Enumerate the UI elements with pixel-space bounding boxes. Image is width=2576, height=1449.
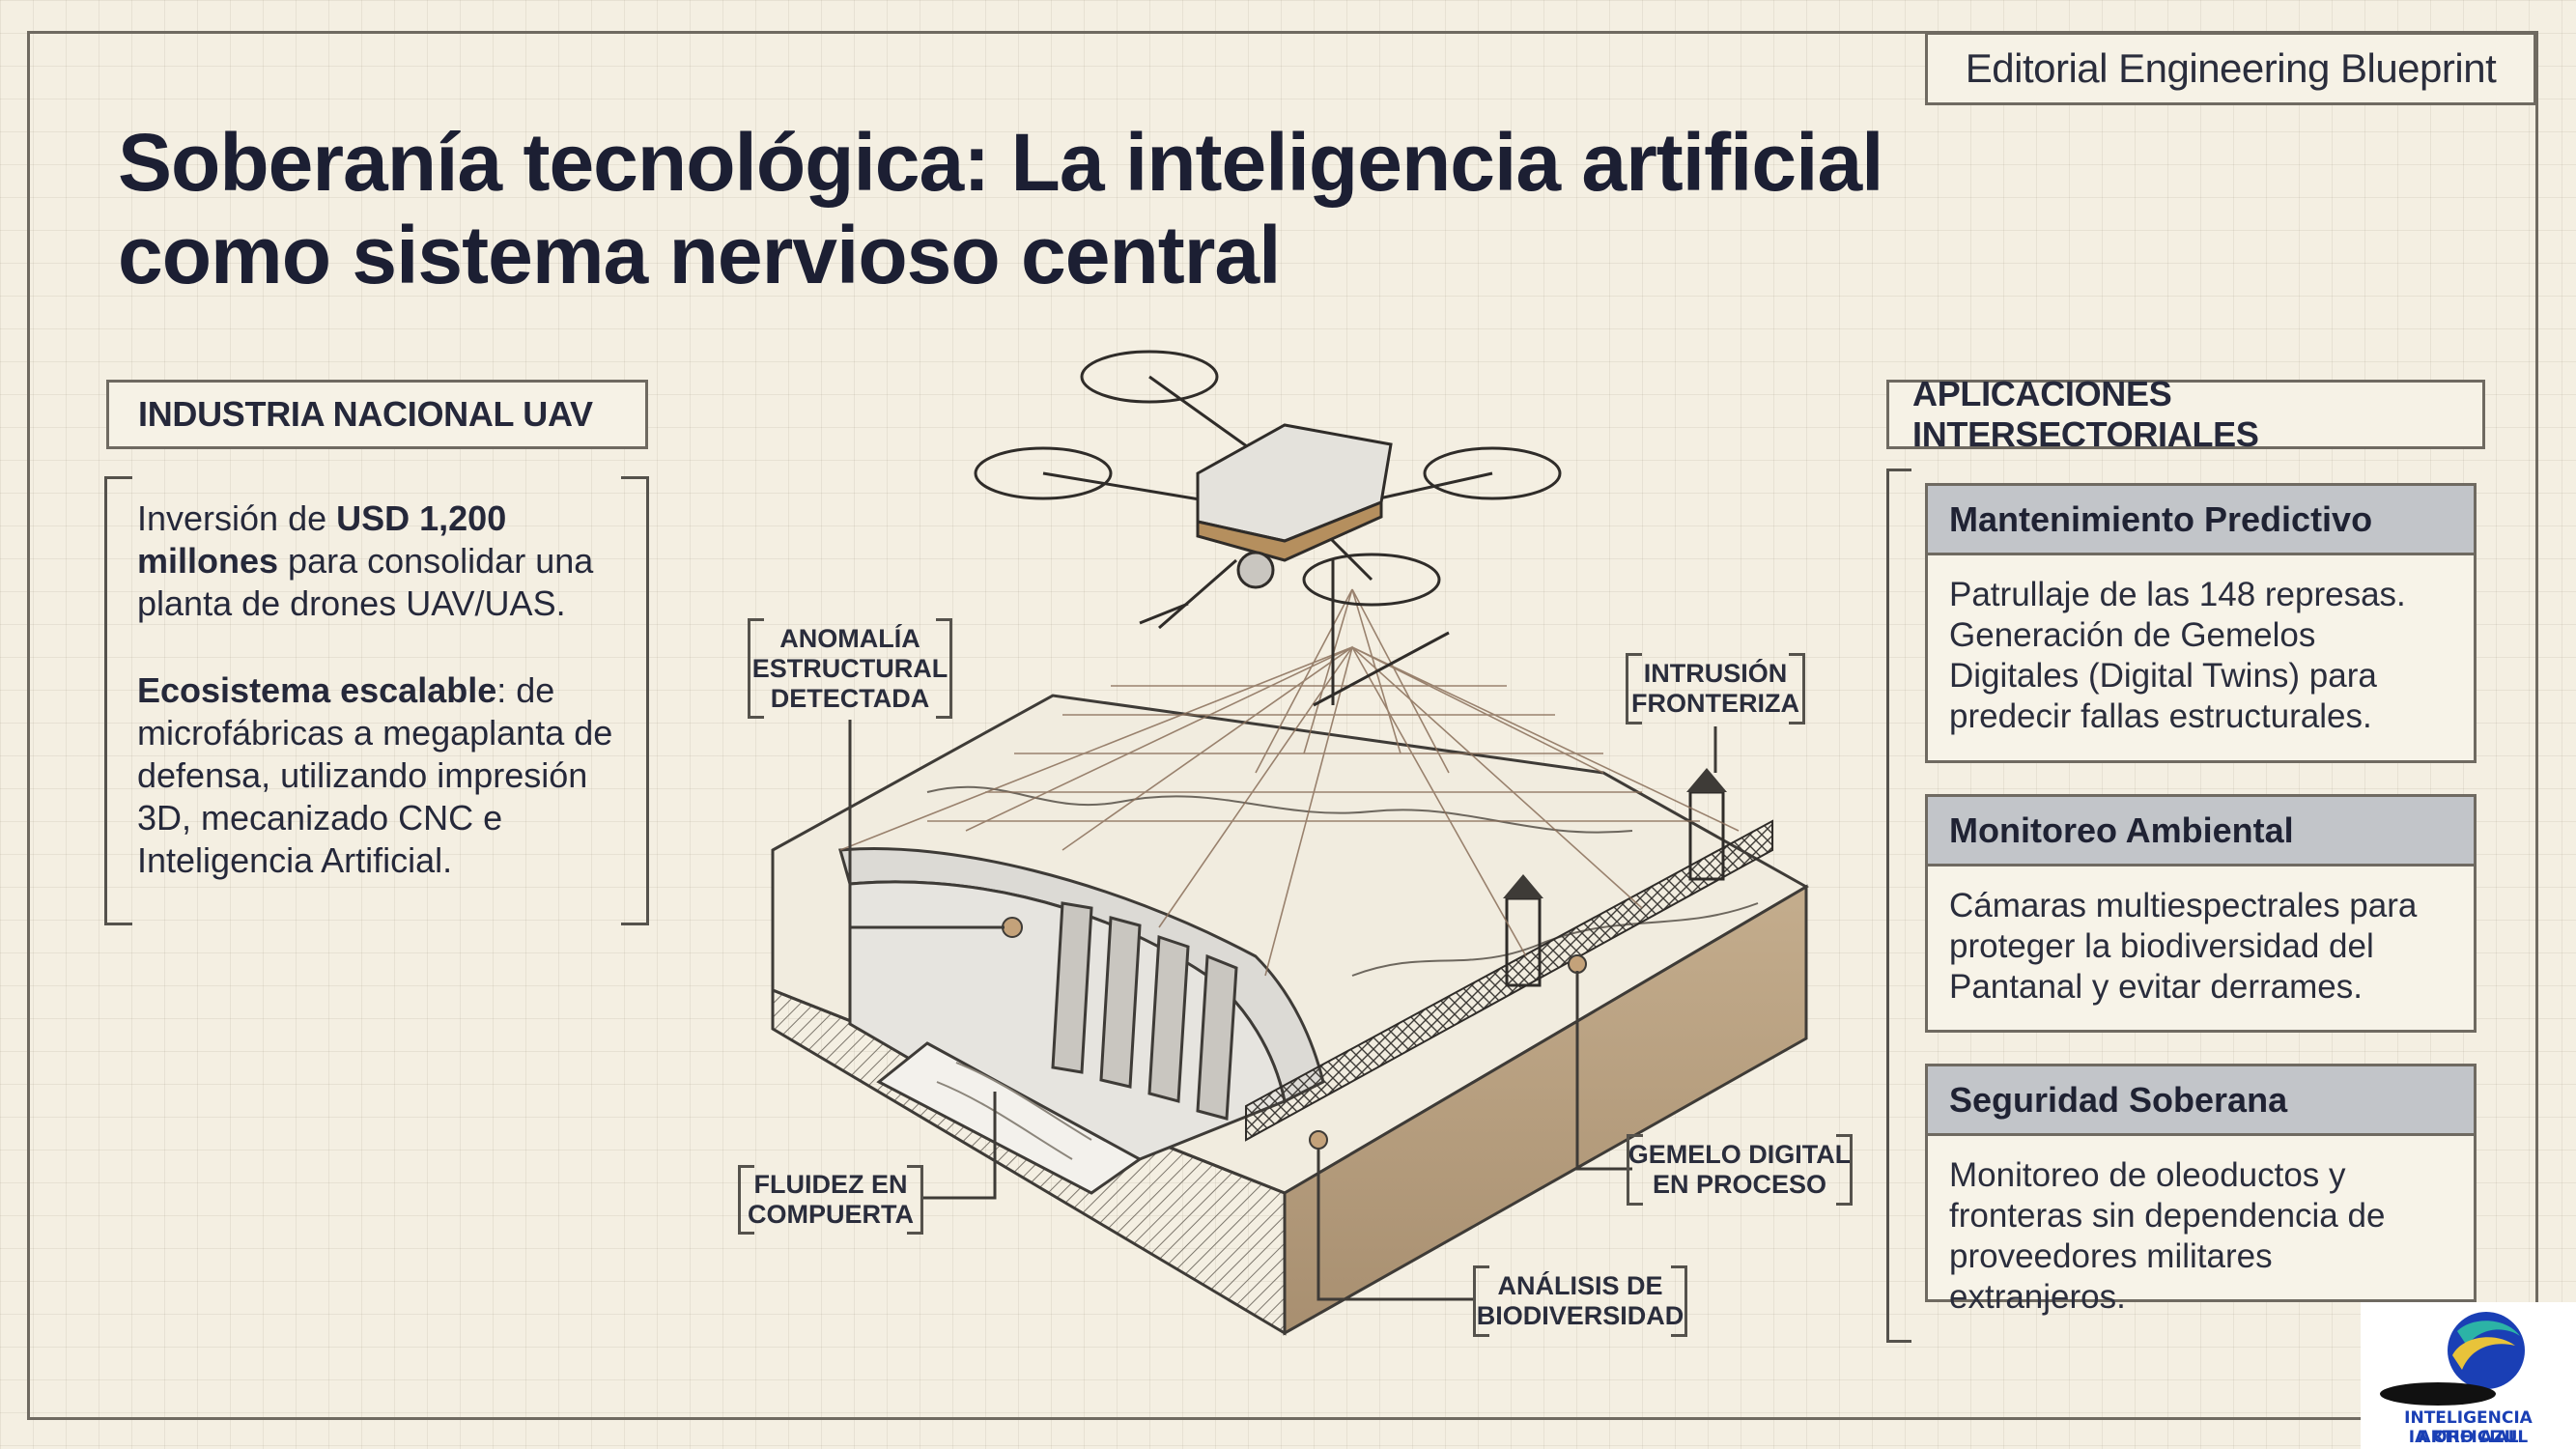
rotor <box>1080 350 1219 404</box>
twin-marker <box>1568 954 1587 974</box>
watchtower-roof <box>1686 768 1727 792</box>
rotor <box>974 446 1113 500</box>
logo-mark <box>2380 1312 2525 1406</box>
ecosystem-paragraph: Ecosistema escalable: de microfábricas a… <box>137 669 630 882</box>
rotor <box>1302 553 1441 607</box>
card-title: Mantenimiento Predictivo <box>1928 486 2474 555</box>
p1-prefix: Inversión de <box>137 498 337 538</box>
applications-heading: APLICACIONES INTERSECTORIALES <box>1886 374 2485 454</box>
watchtower-roof <box>1503 874 1543 898</box>
anomaly-marker <box>1002 917 1023 938</box>
logo-shadow <box>2380 1382 2496 1406</box>
page-title: Soberanía tecnológica: La inteligencia a… <box>118 116 1953 301</box>
p2-suffix: : de microfábricas a megaplanta de defen… <box>137 670 613 880</box>
drone-camera <box>1236 551 1275 589</box>
p2-bold: Ecosistema escalable <box>137 670 497 710</box>
title-bold: Soberanía tecnológica <box>118 117 964 208</box>
analisis-leader <box>1316 1150 1473 1301</box>
logo-line1: INTELIGENCIA ARTIFICIAL <box>2404 1408 2533 1447</box>
rotor <box>1423 446 1562 500</box>
gemelo-leader <box>1575 971 1632 1171</box>
logo-swoosh-teal <box>2457 1321 2520 1346</box>
applications-bracket <box>1886 469 1911 1343</box>
card-title: Seguridad Soberana <box>1928 1066 2474 1136</box>
p1-suffix: para consolidar una planta de drones UAV… <box>137 541 594 623</box>
investment-paragraph: Inversión de USD 1,200 millones para con… <box>137 497 630 625</box>
drone-band <box>1196 499 1383 562</box>
card-title: Monitoreo Ambiental <box>1928 797 2474 867</box>
p1-bold: USD 1,200 millones <box>137 498 507 581</box>
logo-swoosh-gold <box>2452 1337 2515 1370</box>
card-environmental-monitoring: Monitoreo Ambiental Cámaras multiespectr… <box>1925 794 2477 1033</box>
scan-net <box>839 588 1740 977</box>
anomaly-leader <box>848 720 1005 929</box>
card-body: Patrullaje de las 148 represas. Generaci… <box>1949 576 2406 735</box>
dam-structure <box>838 847 1325 1195</box>
title-rest: : La inteligencia artificial como sistem… <box>118 117 1884 300</box>
biodiversity-marker <box>1309 1130 1328 1150</box>
callout-gemelo: GEMELO DIGITAL EN PROCESO <box>1627 1134 1853 1206</box>
callout-intrusion: INTRUSIÓN FRONTERIZA <box>1626 653 1805 724</box>
card-body: Monitoreo de oleoductos y fronteras sin … <box>1949 1156 2386 1316</box>
blueprint-tag: Editorial Engineering Blueprint <box>1925 32 2536 105</box>
ia-oro-azul-logo: INTELIGENCIA ARTIFICIAL IA ORO AZUL <box>2361 1302 2576 1449</box>
callout-fluidez-text: FLUIDEZ EN COMPUERTA <box>748 1170 914 1229</box>
callout-intrusion-text: INTRUSIÓN FRONTERIZA <box>1631 659 1799 718</box>
callout-anomalia-text: ANOMALÍA ESTRUCTURAL DETECTADA <box>751 623 948 713</box>
logo-line2: IA ORO AZUL <box>2408 1428 2529 1447</box>
callout-fluidez: FLUIDEZ EN COMPUERTA <box>738 1165 923 1235</box>
uav-industry-panel: Inversión de USD 1,200 millones para con… <box>104 476 649 925</box>
callout-analisis: ANÁLISIS DE BIODIVERSIDAD <box>1473 1265 1687 1337</box>
border-fence <box>1245 768 1773 1142</box>
drone <box>974 350 1562 707</box>
fluidez-leader <box>922 1092 997 1200</box>
callout-anomalia: ANOMALÍA ESTRUCTURAL DETECTADA <box>748 618 952 719</box>
callout-analisis-text: ANÁLISIS DE BIODIVERSIDAD <box>1476 1271 1684 1330</box>
card-sovereign-security: Seguridad Soberana Monitoreo de oleoduct… <box>1925 1064 2477 1316</box>
card-predictive-maintenance: Mantenimiento Predictivo Patrullaje de l… <box>1925 483 2477 763</box>
callout-gemelo-text: GEMELO DIGITAL EN PROCESO <box>1628 1140 1852 1199</box>
card-body: Cámaras multiespectrales para proteger l… <box>1949 887 2418 1006</box>
uav-industry-heading: INDUSTRIA NACIONAL UAV <box>106 380 648 449</box>
